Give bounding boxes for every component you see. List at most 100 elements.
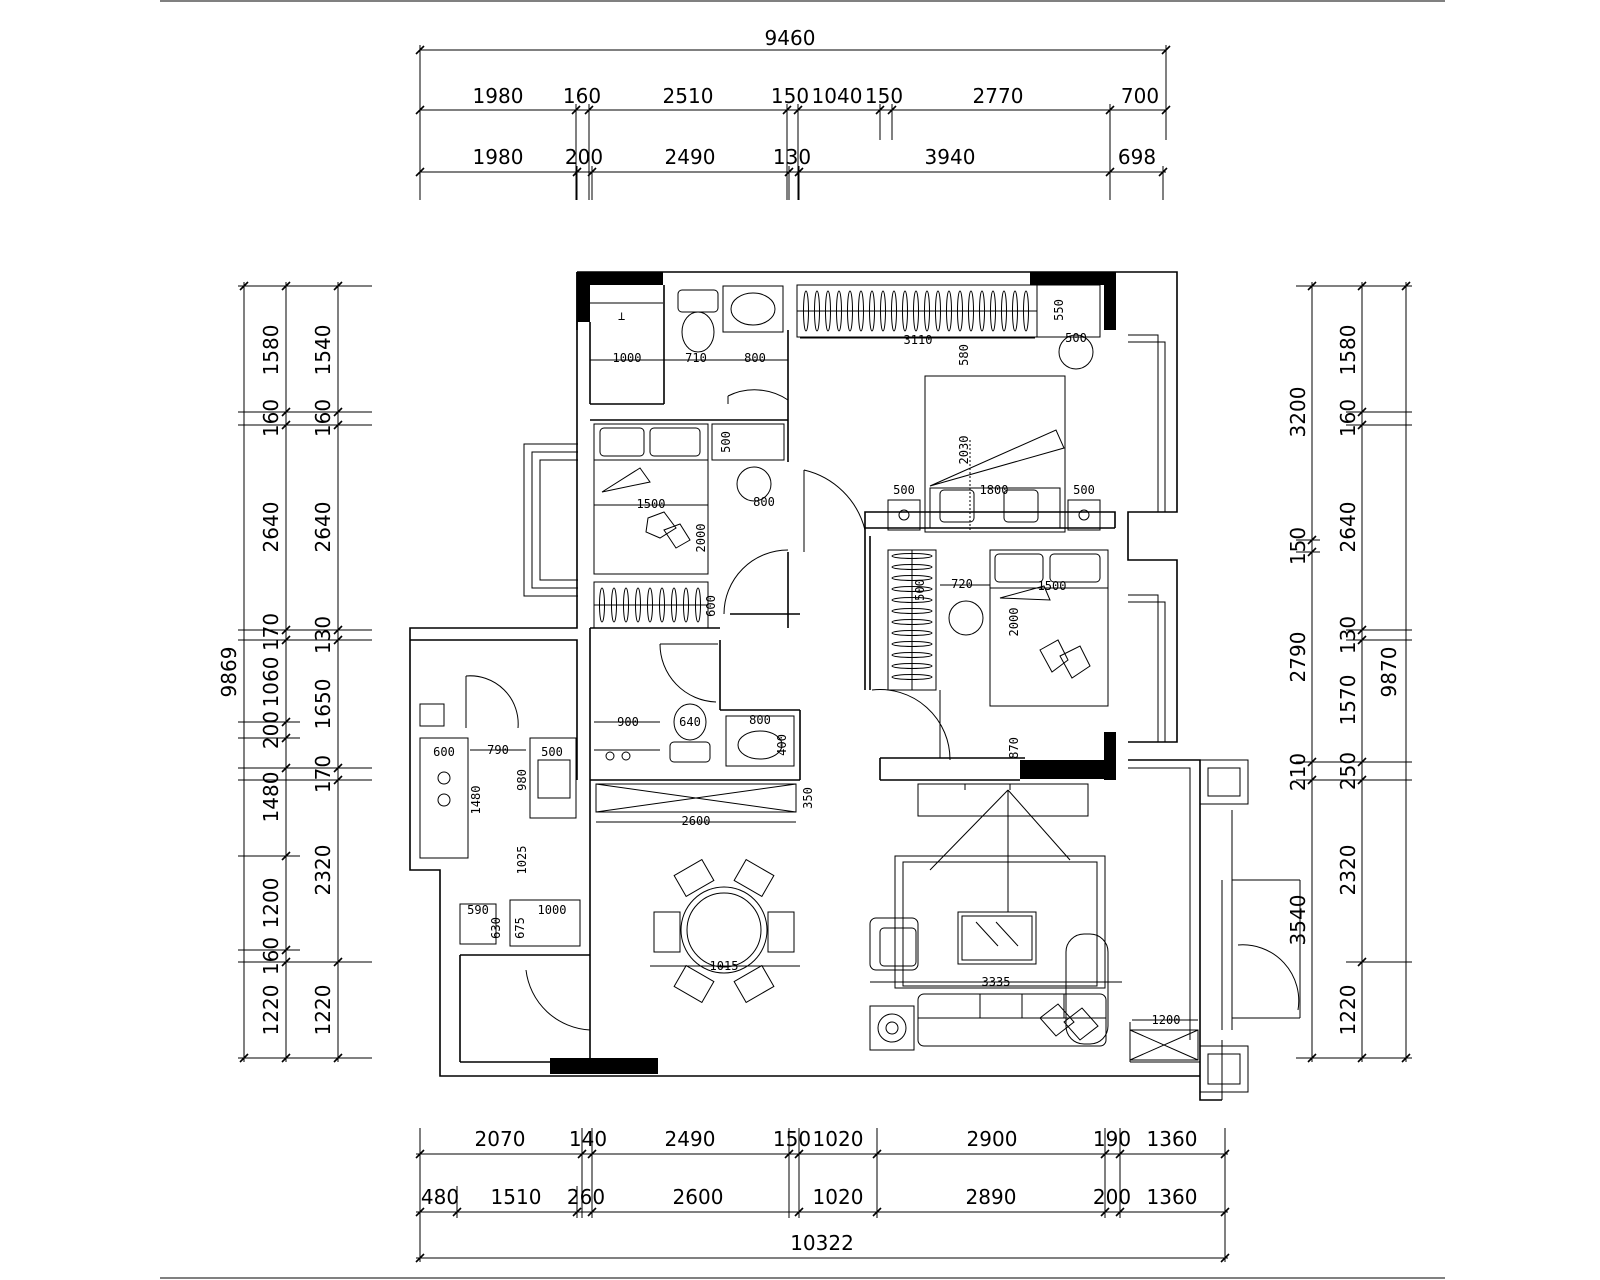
posts [1199, 759, 1249, 1093]
hanger-icon [891, 608, 933, 614]
dim-label: 500 [893, 483, 915, 497]
top-row2-dim: 3940 [925, 145, 976, 169]
hanger-icon [891, 641, 933, 647]
left-total-dim: 9869 [217, 647, 241, 698]
hanger-icon [891, 619, 933, 625]
left-col1-dim: 160 [259, 399, 283, 437]
left-col1-dim: 200 [259, 711, 283, 749]
dim-label: 2000 [694, 524, 708, 553]
bedroom-3: 500 720 1500 2000 870 [887, 549, 1109, 759]
hanger-icon [858, 290, 864, 332]
dim-label: 720 [951, 577, 973, 591]
hanger-icon [1023, 290, 1029, 332]
left-col1-dim: 1200 [259, 878, 283, 929]
dining-table: 1015 [650, 858, 800, 1004]
left-dimension-lines [238, 281, 372, 1063]
bottom-row2-dim: 200 [1093, 1185, 1131, 1209]
dim-label: 500 [1065, 331, 1087, 345]
bottom-row1-dim: 2900 [967, 1127, 1018, 1151]
hanger-icon [671, 587, 677, 623]
hanger-icon [979, 290, 985, 332]
hanger-icon [1012, 290, 1018, 332]
left-col2-dim: 130 [311, 616, 335, 654]
left-col2-dim: 160 [311, 399, 335, 437]
dim-label: 1200 [1152, 1013, 1181, 1027]
dim-label: 800 [744, 351, 766, 365]
dim-label: 500 [913, 579, 927, 601]
dim-label: 800 [749, 713, 771, 727]
hanger-icon [647, 587, 653, 623]
right-col2-dim: 130 [1336, 616, 1360, 654]
hanger-icon [836, 290, 842, 332]
dim-label: 1015 [710, 959, 739, 973]
bottom-row1-dim: 2490 [665, 1127, 716, 1151]
dim-label: 500 [1073, 483, 1095, 497]
left-col2-dim: 1650 [311, 679, 335, 730]
hanger-icon [891, 586, 933, 592]
bottom-dimension-lines [415, 1128, 1230, 1263]
walls [409, 271, 1301, 1101]
structural-columns [550, 272, 1116, 1074]
dim-label: 1500 [1038, 579, 1067, 593]
master-bedroom: 2030 580 1800 500 500 500 [887, 331, 1101, 533]
hanger-icon [913, 290, 919, 332]
hanger-icon [902, 290, 908, 332]
hanger-icon [935, 290, 941, 332]
hanger-icon [599, 587, 605, 623]
right-col2-dim: 250 [1336, 752, 1360, 790]
dim-label: 870 [1007, 737, 1021, 759]
bottom-row2-dim: 2600 [673, 1185, 724, 1209]
right-dimension-lines [1296, 281, 1412, 1063]
right-col1-dim: 210 [1286, 753, 1310, 791]
dim-label: 350 [801, 787, 815, 809]
dim-label: 630 [489, 917, 503, 939]
bottom-row1-dim: 1360 [1147, 1127, 1198, 1151]
top-row2-labels: 1980 200 2490 130 3940 698 [473, 145, 1157, 169]
bottom-row1-dim: 1020 [813, 1127, 864, 1151]
right-total-dim: 9870 [1377, 647, 1401, 698]
dim-label: 710 [685, 351, 707, 365]
right-col1-dim: 2790 [1286, 632, 1310, 683]
bottom-row2-dim: 480 [421, 1185, 459, 1209]
right-col1-dim: 150 [1286, 527, 1310, 565]
left-col2-dim: 2320 [311, 845, 335, 896]
left-col1-dim: 2640 [259, 502, 283, 553]
hanger-icon [847, 290, 853, 332]
hanger-icon [880, 290, 886, 332]
bedroom-2: 1500 2000 500 800 600 [593, 423, 785, 629]
bottom-row2-dim: 2890 [966, 1185, 1017, 1209]
right-col2-dim: 160 [1336, 399, 1360, 437]
top-row1-labels: 1980 160 2510 150 1040 150 2770 700 [473, 84, 1160, 108]
dim-label: 500 [719, 431, 733, 453]
hanger-icon [946, 290, 952, 332]
dim-label: 1480 [469, 786, 483, 815]
left-col1-dim: 160 [259, 937, 283, 975]
right-col1-dim: 3200 [1286, 387, 1310, 438]
dim-label: 3110 [904, 333, 933, 347]
left-col1-dim: 170 [259, 613, 283, 651]
left-col1-dim: 1220 [259, 985, 283, 1036]
left-col1-dim: 1580 [259, 325, 283, 376]
doors [465, 389, 1300, 1031]
dim-label: 980 [515, 769, 529, 791]
top-row2-dim: 698 [1118, 145, 1156, 169]
kitchen: 600 1480 790 500 980 1025 590 630 675 10… [419, 703, 581, 947]
right-col2-dim: 1220 [1336, 985, 1360, 1036]
hanger-icon [635, 587, 641, 623]
hanger-icon [957, 290, 963, 332]
top-row1-dim: 1980 [473, 84, 524, 108]
left-col1-labels: 1580 160 2640 170 1060 200 1480 1200 160… [259, 325, 283, 1036]
dim-label: 580 [957, 344, 971, 366]
top-row1-dim: 150 [865, 84, 903, 108]
hanger-icon [814, 290, 820, 332]
dim-label: 1000 [538, 903, 567, 917]
left-col2-labels: 1540 160 2640 130 1650 170 2320 1220 [311, 325, 335, 1036]
hanger-icon [1001, 290, 1007, 332]
dim-label: 1000 [613, 351, 642, 365]
top-row2-dim: 130 [773, 145, 811, 169]
dim-label: 800 [753, 495, 775, 509]
hanger-icon [683, 587, 689, 623]
dim-label: 550 [1052, 299, 1066, 321]
right-col2-labels: 1580 160 2640 130 1570 250 2320 1220 [1336, 325, 1360, 1036]
hanger-icon [825, 290, 831, 332]
